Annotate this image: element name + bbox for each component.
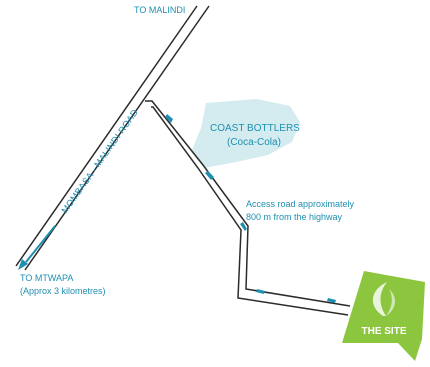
direction-markers <box>18 114 336 303</box>
arrow-icon <box>165 114 173 123</box>
arrow-icon <box>256 289 265 294</box>
label-mtwapa-distance: (Approx 3 kilometres) <box>20 286 106 296</box>
label-access-distance: 800 m from the highway <box>246 212 343 222</box>
label-coast-bottlers: COAST BOTTLERS <box>210 123 300 134</box>
label-coca-cola: (Coca-Cola) <box>227 137 281 148</box>
label-to-malindi: TO MALINDI <box>134 5 185 15</box>
coast-bottlers-area <box>192 99 300 168</box>
label-to-mtwapa: TO MTWAPA <box>20 273 73 283</box>
arrow-icon <box>18 259 28 270</box>
arrow-icon <box>327 298 336 303</box>
label-access-road: Access road approximately <box>246 199 355 209</box>
highway-road <box>15 5 210 271</box>
label-highway: MOMBASA - MALINDI ROAD <box>59 107 140 215</box>
leaf-icon <box>372 282 396 316</box>
site-marker: THE SITE <box>342 271 425 361</box>
arrow-icon <box>240 222 247 231</box>
arrow-icon <box>25 225 56 263</box>
arrow-icon <box>205 171 214 180</box>
site-label: THE SITE <box>361 326 406 337</box>
